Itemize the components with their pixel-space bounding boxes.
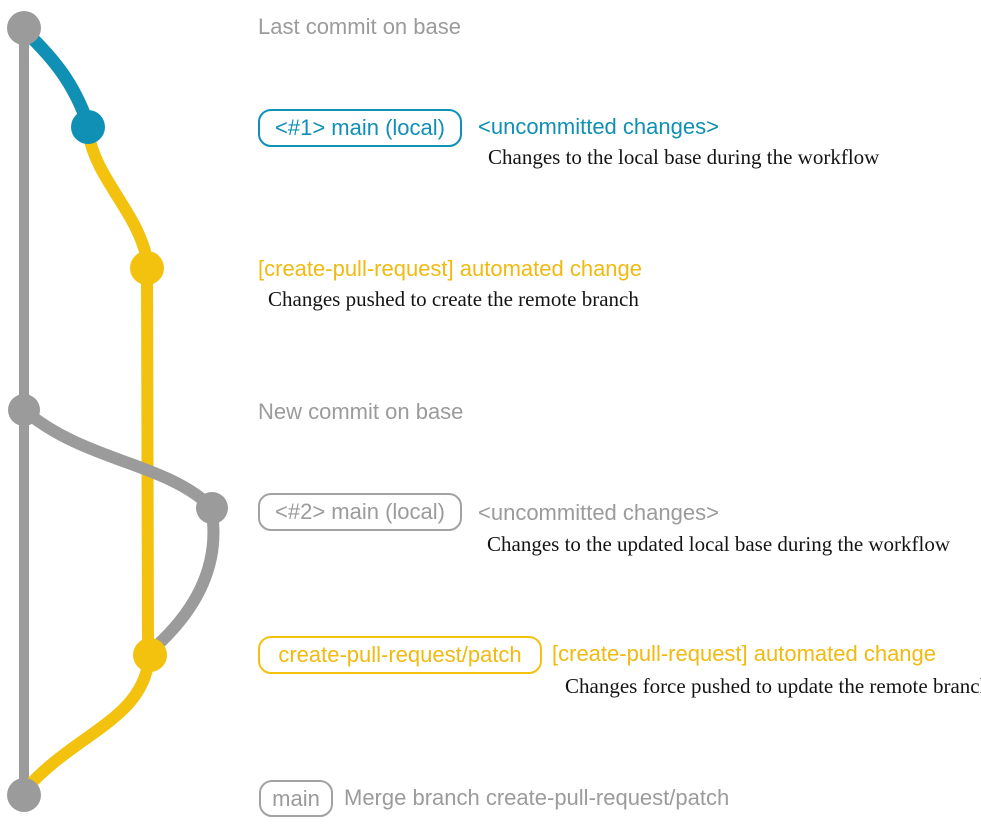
- branch-badge-main-label: main: [272, 785, 320, 811]
- edge-patch-to-merge-yellow: [20, 657, 155, 794]
- label-merge-branch-message: Merge branch create-pull-request/patch: [344, 785, 730, 810]
- commit-node-local-2: [196, 492, 228, 524]
- commit-node-new-base: [8, 394, 40, 426]
- title-automated-change-2: [create-pull-request] automated change: [552, 641, 937, 666]
- commit-node-local-1: [71, 110, 105, 144]
- branch-badge-create-pull-request-patch: create-pull-request/patch: [258, 636, 542, 674]
- label-new-commit-on-base: New commit on base: [258, 399, 464, 424]
- desc-automated-change-2: Changes force pushed to update the remot…: [565, 674, 981, 698]
- commit-node-merge: [7, 778, 41, 812]
- status-uncommitted-changes-1: <uncommitted changes>: [478, 114, 719, 139]
- desc-automated-change-1: Changes pushed to create the remote bran…: [268, 287, 639, 311]
- status-uncommitted-changes-2: <uncommitted changes>: [478, 500, 719, 525]
- commit-node-automated-1: [130, 251, 164, 285]
- desc-local-base-changes-2: Changes to the updated local base during…: [487, 532, 951, 556]
- branch-badge-create-pull-request-patch-label: create-pull-request/patch: [278, 642, 522, 667]
- git-graph: [7, 11, 228, 812]
- commit-node-last-base: [7, 11, 41, 45]
- edge-local1-to-patch-yellow: [82, 130, 154, 653]
- branch-badge-main-local-2-label: <#2> main (local): [275, 499, 445, 524]
- desc-local-base-changes-1: Changes to the local base during the wor…: [488, 145, 880, 169]
- branch-badge-main: main: [259, 780, 333, 817]
- branch-badge-main-local-1: <#1> main (local): [258, 109, 462, 147]
- label-last-commit-on-base: Last commit on base: [258, 14, 461, 39]
- edge-base-to-local1-teal: [21, 27, 95, 127]
- branch-badge-main-local-1-label: <#1> main (local): [275, 115, 445, 140]
- branch-badge-main-local-2: <#2> main (local): [258, 493, 462, 531]
- commit-node-automated-2: [133, 638, 167, 672]
- edge-newbase-to-local2-gray: [20, 405, 220, 655]
- title-automated-change-1: [create-pull-request] automated change: [258, 256, 643, 281]
